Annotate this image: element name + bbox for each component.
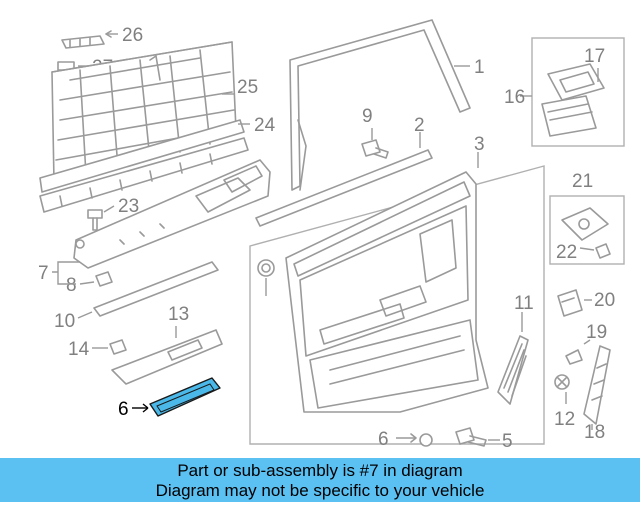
part-3-door-panel xyxy=(249,152,545,445)
callout-21: 21 xyxy=(572,171,593,192)
callout-2: 2 xyxy=(414,115,425,136)
callout-18: 18 xyxy=(584,422,605,443)
part-9-clip xyxy=(79,271,113,287)
part-16-17-box xyxy=(520,37,625,147)
part-door-grommet xyxy=(257,259,275,296)
part-armrest-bezel xyxy=(73,159,271,269)
callout-6-text: 6 xyxy=(378,429,389,450)
part-20-switch xyxy=(557,289,592,317)
part-11-trim-strip xyxy=(77,261,219,319)
banner-line-2: Diagram may not be specific to your vehi… xyxy=(155,481,485,500)
part-25-sunshade xyxy=(39,41,245,193)
callout-16: 16 xyxy=(504,87,525,108)
part-21-22-box xyxy=(549,195,625,265)
part-14-bezel xyxy=(111,326,223,385)
callout-11: 10 xyxy=(54,311,75,332)
callout-14: 13 xyxy=(168,304,189,325)
part-12-speaker-grille xyxy=(497,312,529,405)
callout-17: 17 xyxy=(584,46,605,67)
callout-1: 1 xyxy=(474,57,485,78)
part-23-rail xyxy=(39,123,250,213)
callout-3: 3 xyxy=(474,134,485,155)
banner-line-1: Part or sub-assembly is #7 in diagram xyxy=(177,461,463,480)
callout-23: 24 xyxy=(254,115,276,136)
callout-24: 23 xyxy=(118,196,139,217)
parts-diagram: 26 2 7 25 24 23 8 xyxy=(38,19,625,452)
part-1-window-channel xyxy=(289,19,471,191)
part-5-bolt xyxy=(455,427,500,447)
part-6-nut xyxy=(396,433,433,447)
callout-12: 11 xyxy=(514,293,534,314)
callout-20: 20 xyxy=(594,290,615,311)
info-banner: Part or sub-assembly is #7 in diagram Di… xyxy=(0,458,640,502)
part-19-clip xyxy=(565,339,591,365)
part-7-highlighted xyxy=(132,377,221,417)
callout-19: 19 xyxy=(586,322,607,343)
part-18-trim-strip xyxy=(583,345,611,430)
part-8-bracket xyxy=(52,261,80,285)
callout-7: 6 xyxy=(118,399,129,420)
callout-8: 7 xyxy=(38,263,49,284)
part-15-clip xyxy=(92,339,127,355)
callout-5: 5 xyxy=(502,431,513,452)
callout-25: 25 xyxy=(237,77,258,98)
part-2-belt-molding xyxy=(255,132,433,227)
callout-10: 9 xyxy=(362,106,373,127)
callout-22: 22 xyxy=(556,242,577,263)
part-13-clip xyxy=(554,374,570,404)
callout-15: 14 xyxy=(68,339,90,360)
part-24-screw xyxy=(87,205,115,231)
callout-9: 8 xyxy=(66,275,77,296)
callout-26: 26 xyxy=(122,25,143,46)
part-10-bolt xyxy=(361,128,389,159)
callout-13: 12 xyxy=(554,409,575,430)
part-26-clip-strip xyxy=(61,30,118,49)
